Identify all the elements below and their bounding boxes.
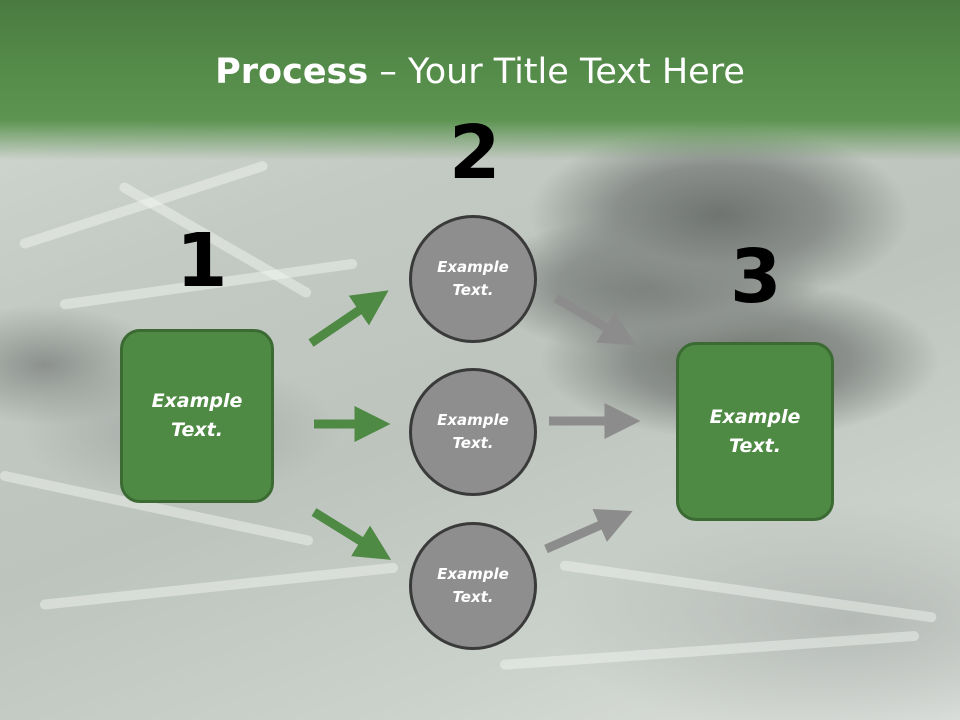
header-band xyxy=(0,0,960,160)
arrow-gray-down xyxy=(553,294,637,346)
circle-text: Example Text. xyxy=(437,258,509,299)
step-1-box-text: Example Text. xyxy=(151,390,243,441)
step-3-box-text: Example Text. xyxy=(709,405,801,457)
arrow-gray-up xyxy=(544,508,633,554)
step-3-box[interactable]: Example Text. xyxy=(676,342,834,521)
arrow-green-down xyxy=(311,508,392,560)
step-2-circle-bottom[interactable]: Example Text. xyxy=(409,522,537,650)
slide-title: Process – Your Title Text Here xyxy=(0,52,960,92)
step-2-circle-top[interactable]: Example Text. xyxy=(409,215,537,343)
title-bold: Process xyxy=(215,52,369,92)
step-2-circle-middle[interactable]: Example Text. xyxy=(409,368,537,496)
circle-text: Example Text. xyxy=(437,565,509,606)
circle-text: Example Text. xyxy=(437,411,509,452)
step-number-1: 1 xyxy=(176,218,228,304)
step-number-2: 2 xyxy=(449,110,501,196)
step-1-box[interactable]: Example Text. xyxy=(120,329,274,503)
step-number-3: 3 xyxy=(730,234,782,320)
arrow-green-up xyxy=(308,290,389,347)
title-rest: – Your Title Text Here xyxy=(368,52,745,92)
